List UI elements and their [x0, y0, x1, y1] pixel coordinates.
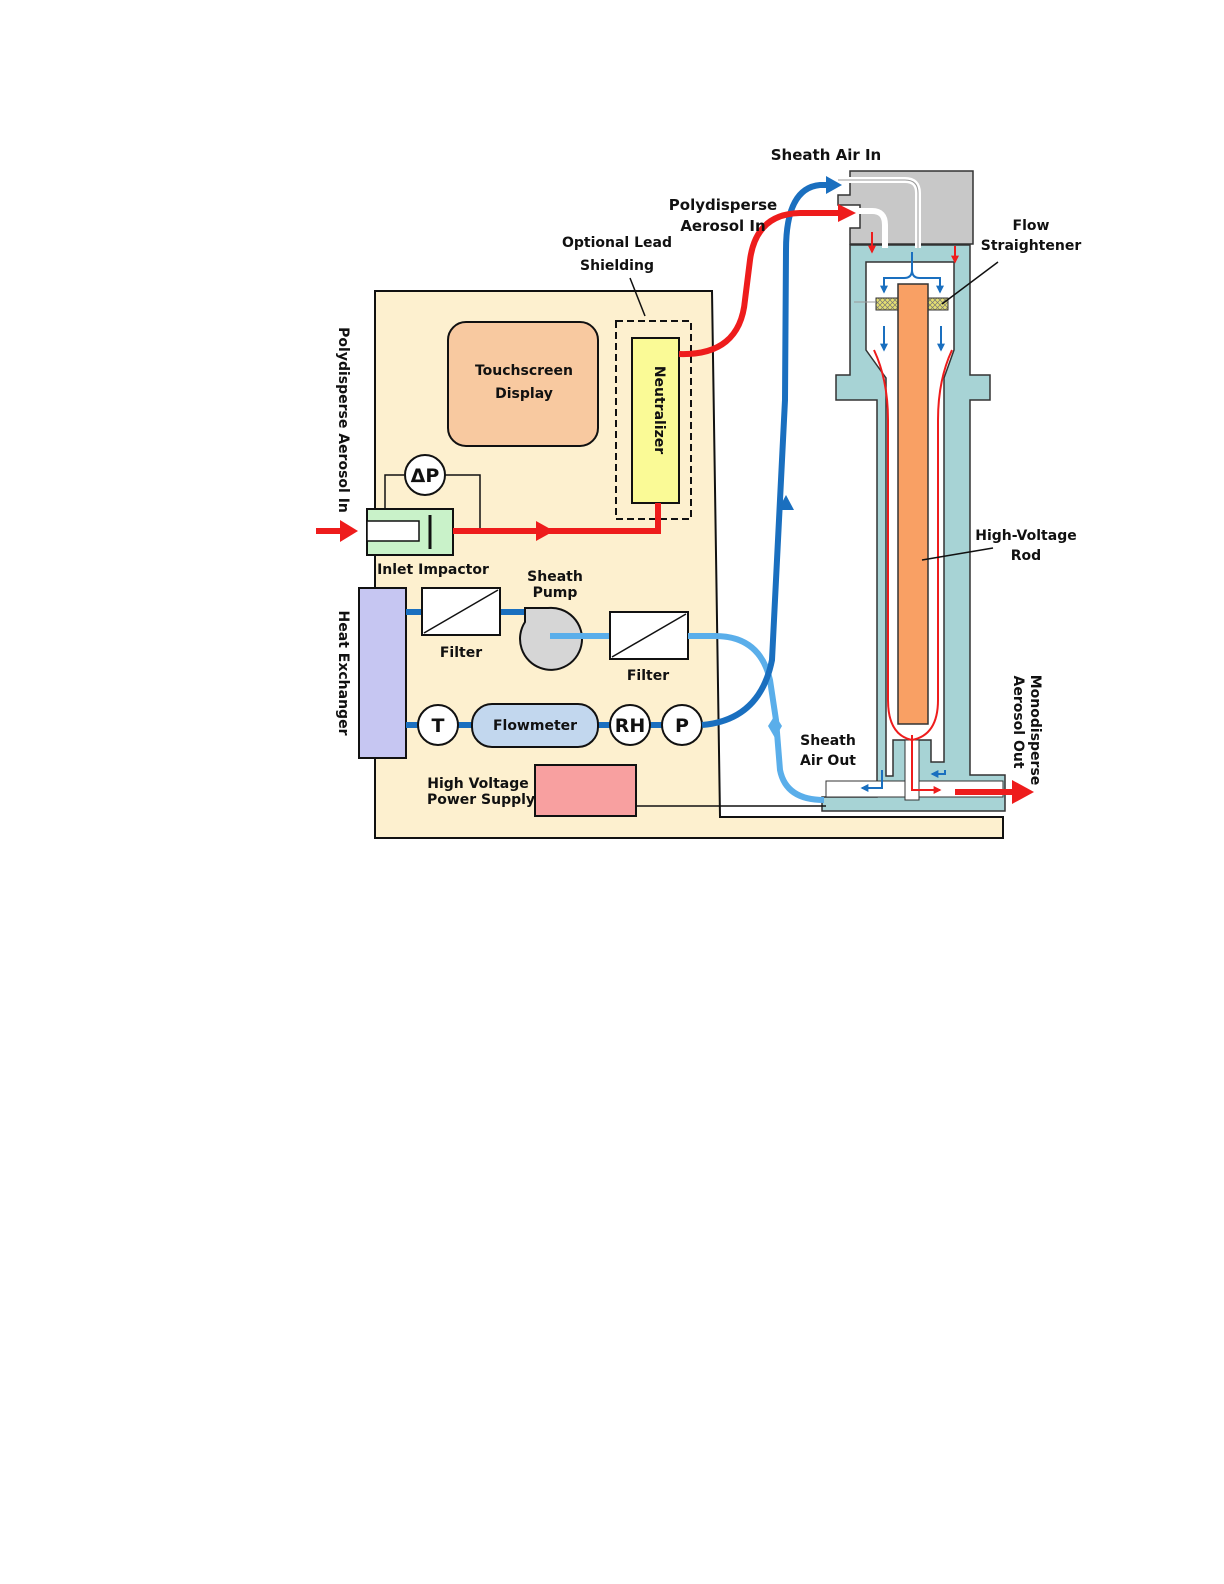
label-monodisperse-out-2: Aerosol Out: [1010, 675, 1026, 768]
label-sheath-pump-2: Pump: [533, 585, 578, 601]
inlet-impactor: [367, 509, 453, 555]
label-hv-rod-1: High-Voltage: [975, 528, 1076, 544]
label-neutralizer: Neutralizer: [651, 366, 667, 454]
heat-exchanger: [359, 588, 406, 758]
sheath-air-in-flow: [702, 185, 826, 725]
label-delta-p: ΔP: [411, 465, 440, 487]
label-polydisperse-in-top-1: Polydisperse: [669, 196, 777, 214]
label-monodisperse-out-1: Monodisperse: [1027, 675, 1043, 786]
label-sheath-air-out-1: Sheath: [800, 733, 856, 749]
label-polydisperse-in-top-2: Aerosol In: [680, 217, 765, 235]
filter-2: [610, 612, 688, 659]
label-inlet-impactor: Inlet Impactor: [377, 562, 489, 578]
label-rh-sensor: RH: [615, 715, 646, 737]
label-t-sensor: T: [432, 715, 445, 737]
label-hv-supply-1: High Voltage: [427, 776, 529, 792]
label-sheath-pump-1: Sheath: [527, 569, 583, 585]
touchscreen-display: [448, 322, 598, 446]
label-polydisperse-in-side: Polydisperse Aerosol In: [335, 327, 351, 513]
label-filter-1: Filter: [440, 645, 482, 661]
label-filter-2: Filter: [627, 668, 669, 684]
label-flow-straightener-1: Flow: [1013, 218, 1050, 234]
label-sheath-air-in: Sheath Air In: [771, 146, 881, 164]
label-hv-rod-2: Rod: [1011, 548, 1041, 564]
label-flow-straightener-2: Straightener: [981, 238, 1082, 254]
label-hv-supply-2: Power Supply: [427, 792, 535, 808]
label-sheath-air-out-2: Air Out: [800, 753, 856, 769]
label-touchscreen-1: Touchscreen: [475, 363, 573, 379]
label-optional-lead-1: Optional Lead: [562, 235, 672, 251]
high-voltage-rod: [898, 284, 928, 724]
label-p-sensor: P: [675, 715, 689, 737]
label-touchscreen-2: Display: [495, 386, 553, 402]
label-heat-exchanger: Heat Exchanger: [335, 611, 351, 736]
hv-power-supply: [535, 765, 636, 816]
filter-1: [422, 588, 500, 635]
label-flowmeter: Flowmeter: [493, 718, 577, 734]
label-optional-lead-2: Shielding: [580, 258, 654, 274]
